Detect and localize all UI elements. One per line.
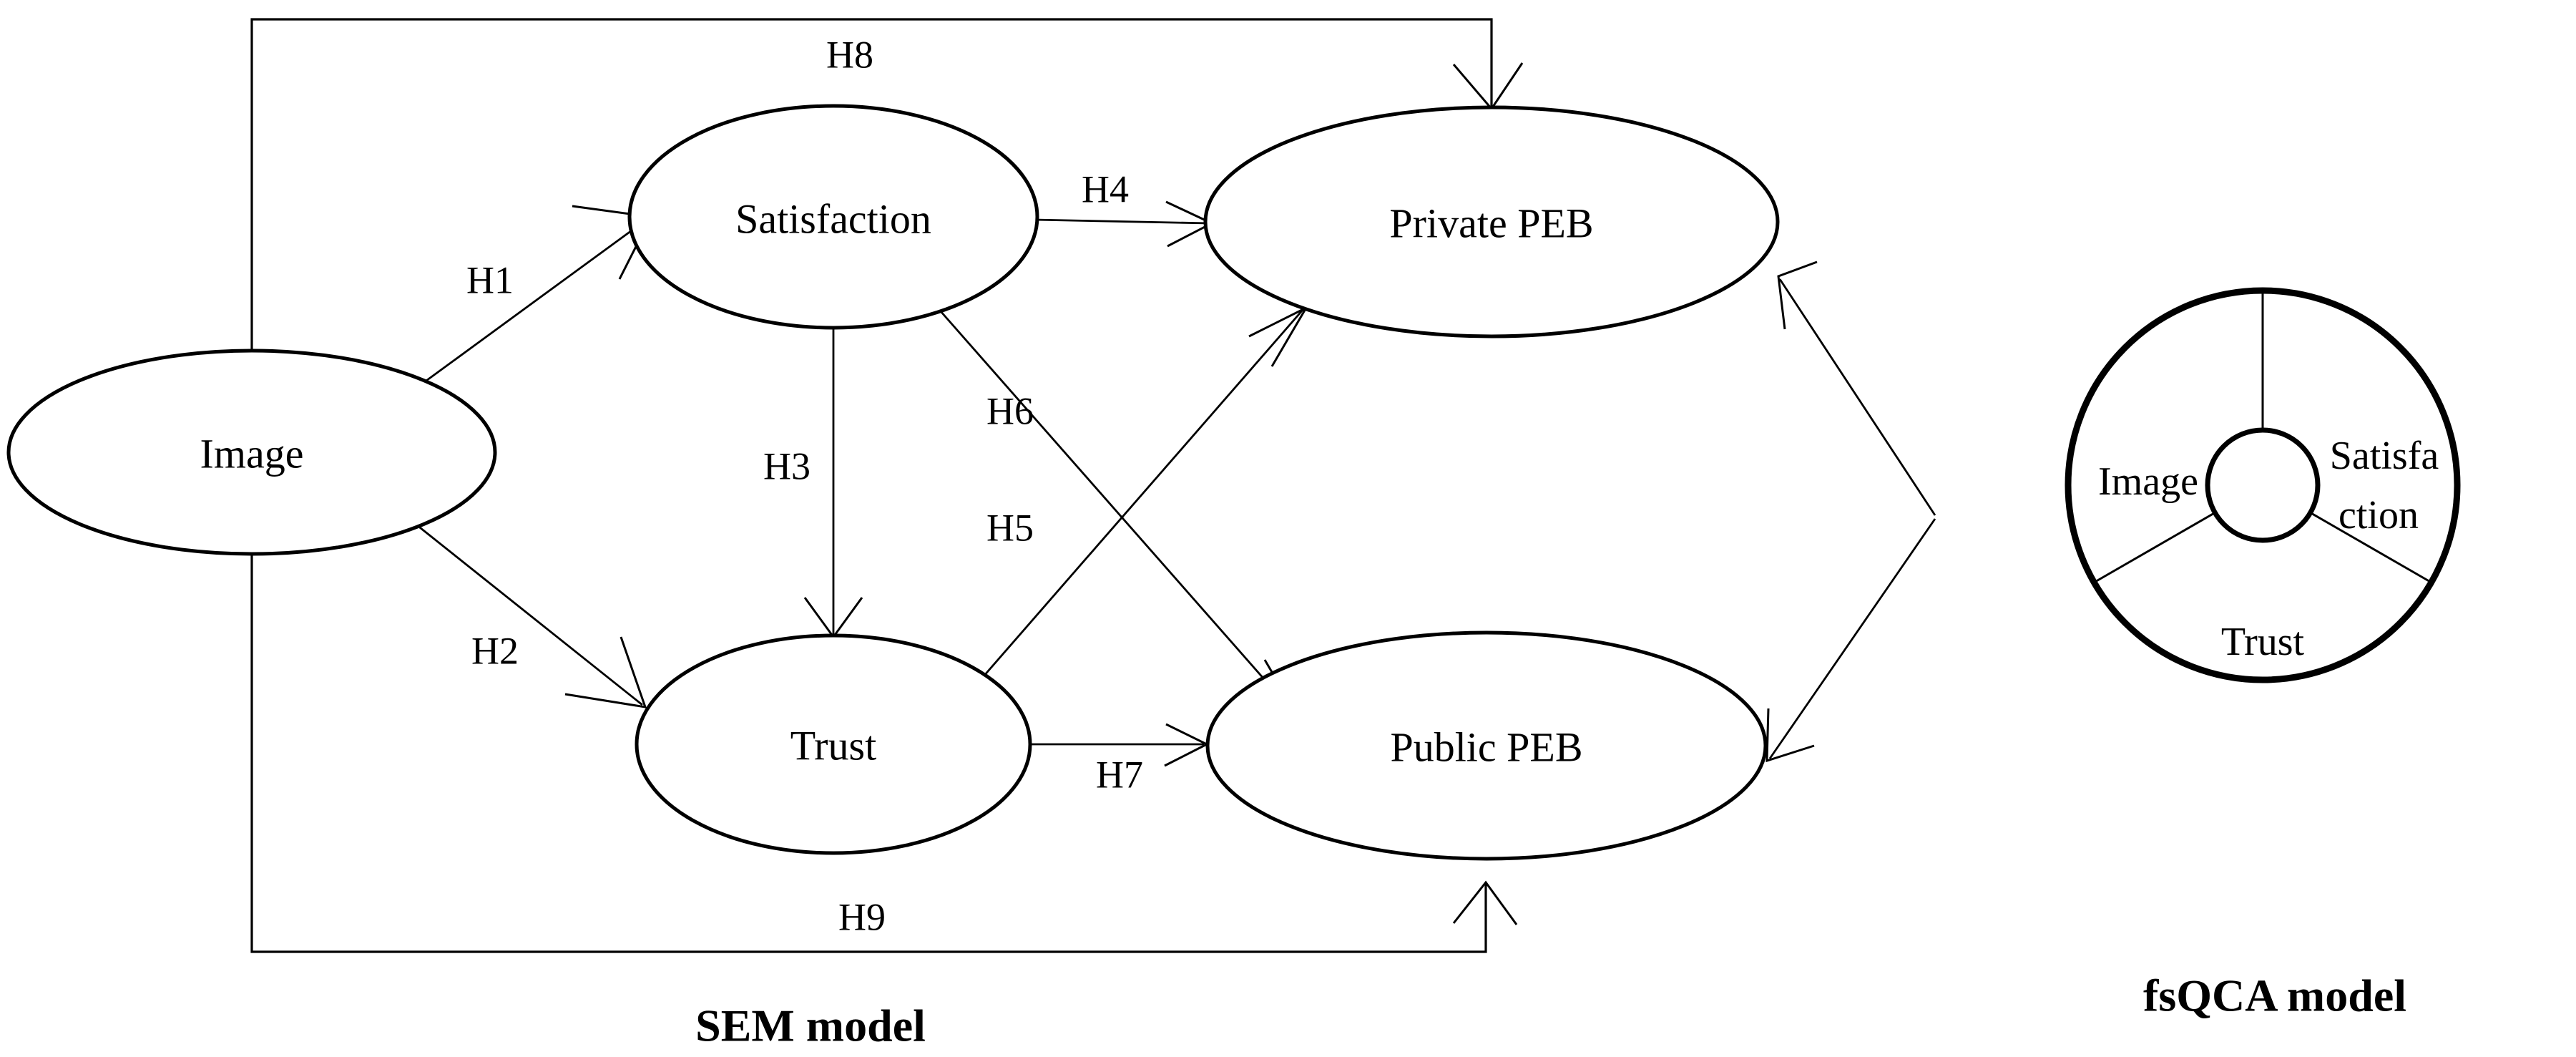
edge-h9-path <box>250 555 1487 953</box>
edge-h2-path <box>413 521 643 706</box>
connector-lower-arrowhead <box>1766 708 1815 763</box>
node-public-peb-shape[interactable] <box>1205 630 1768 861</box>
connector-sem-fsqca <box>1766 260 1936 763</box>
hypothesis-label-h2: H2 <box>471 629 519 672</box>
fsqca-sector-label-trust: Trust <box>2221 620 2305 664</box>
edge-h3 <box>803 328 863 639</box>
node-image-shape[interactable] <box>6 349 497 556</box>
hypothesis-label-h5: H5 <box>986 506 1034 549</box>
edge-h8-arrowhead <box>1452 62 1524 111</box>
hypothesis-label-h8: H8 <box>826 33 873 76</box>
node-satisfaction-shape[interactable] <box>627 104 1039 330</box>
edge-h6 <box>929 298 1303 721</box>
node-image[interactable]: Image <box>6 349 497 556</box>
edge-h2 <box>413 521 647 708</box>
caption-fsqca-model: fsQCA model <box>2143 970 2406 1021</box>
node-trust-shape[interactable] <box>635 633 1032 855</box>
edge-h9-arrowhead <box>1452 880 1518 925</box>
node-public-peb[interactable]: Public PEB <box>1205 630 1768 861</box>
edge-h1-path <box>413 218 648 391</box>
node-private-peb[interactable]: Private PEB <box>1203 105 1780 338</box>
edge-h9 <box>250 555 1518 953</box>
hypothesis-label-h4: H4 <box>1082 167 1129 210</box>
edge-h1 <box>413 205 653 391</box>
node-private-peb-shape[interactable] <box>1203 105 1780 338</box>
edge-h5-path <box>948 308 1305 716</box>
edge-h2-arrowhead <box>564 636 647 708</box>
node-trust[interactable]: Trust <box>635 633 1032 855</box>
fsqca-sector-label-satisfaction-line2: ction <box>2339 493 2419 537</box>
node-satisfaction-label: Satisfaction <box>735 195 931 242</box>
node-satisfaction[interactable]: Satisfaction <box>627 104 1039 330</box>
connector-upper-path <box>1778 278 1936 516</box>
connector-upper-arrowhead <box>1777 260 1818 330</box>
hypothesis-label-h9: H9 <box>838 895 886 938</box>
node-trust-label: Trust <box>790 722 876 769</box>
hypothesis-label-h1: H1 <box>466 258 514 301</box>
hypothesis-label-h7: H7 <box>1096 753 1143 796</box>
caption-sem-model: SEM model <box>695 1000 926 1051</box>
edge-h6-path <box>929 298 1298 716</box>
fsqca-inner-circle[interactable] <box>2205 427 2321 543</box>
hypothesis-label-h6: H6 <box>986 389 1034 432</box>
fsqca-sector-label-image: Image <box>2098 459 2198 504</box>
edge-h8-path <box>250 18 1493 351</box>
node-public-peb-label: Public PEB <box>1390 724 1582 770</box>
node-private-peb-label: Private PEB <box>1389 200 1593 246</box>
fsqca-sector-label-satisfaction-line1: Satisfa <box>2330 434 2439 478</box>
fsqca-model[interactable]: Image Satisfa ction Trust <box>2065 287 2461 683</box>
connector-lower-path <box>1768 518 1936 759</box>
node-image-label: Image <box>200 430 304 477</box>
hypothesis-label-h3: H3 <box>763 444 810 487</box>
